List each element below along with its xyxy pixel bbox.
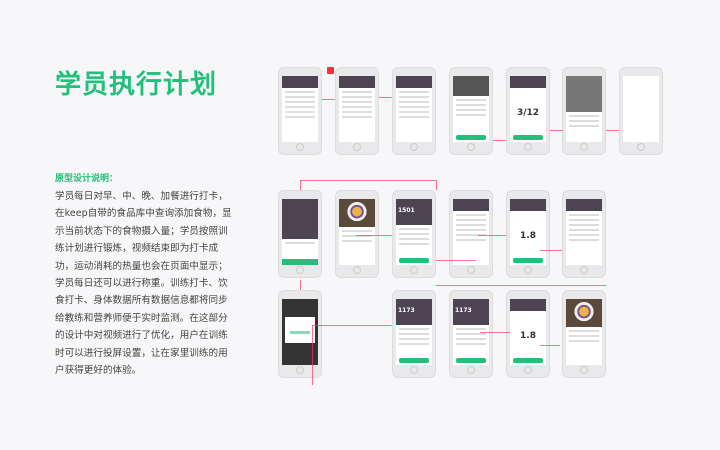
phone-screen-list [562, 190, 606, 278]
description-text: 学员每日对早、中、晚、加餐进行打卡，在keep自带的食品库中查询添加食物，显示当… [55, 191, 232, 377]
home-button [296, 266, 304, 274]
home-button [296, 143, 304, 151]
flow-connector [379, 97, 392, 98]
flow-connector [606, 130, 619, 131]
flow-connector [478, 235, 506, 236]
phone-screen-dark [619, 67, 663, 155]
home-button [524, 366, 532, 374]
flow-connector [312, 325, 313, 385]
phone-screen-gray [562, 67, 606, 155]
value-text: 1.8 [520, 231, 536, 241]
home-button [410, 266, 418, 274]
phone-screen-chart [278, 190, 322, 278]
value-text: 3/12 [516, 108, 540, 118]
home-button [467, 143, 475, 151]
phone-screen-kcal: 1173 [449, 290, 493, 378]
flow-connector [300, 280, 301, 290]
phone-screen-weigh: 1.8 [506, 290, 550, 378]
flow-connector [300, 180, 301, 190]
phone-screen-kcal: 1173 [392, 290, 436, 378]
phone-screen-list [392, 67, 436, 155]
phone-screen-dialog [278, 290, 322, 378]
flow-connector [493, 140, 506, 141]
flow-connector [540, 250, 562, 251]
phone-screen-food [335, 190, 379, 278]
flow-connector [540, 345, 560, 346]
flow-connector [356, 235, 392, 236]
phone-screen-list [335, 67, 379, 155]
flow-connector [322, 99, 335, 100]
page-title: 学员执行计划 [55, 70, 218, 100]
home-button [524, 266, 532, 274]
kcal-value: 1173 [453, 299, 489, 325]
home-button [353, 266, 361, 274]
phone-screen-food [562, 290, 606, 378]
home-button [353, 143, 361, 151]
flow-connector [550, 130, 563, 131]
home-button [580, 143, 588, 151]
flow-connector [300, 180, 436, 181]
home-button [467, 366, 475, 374]
phone-screen-exercise: 3/12 [506, 67, 550, 155]
home-button [410, 366, 418, 374]
home-button [637, 143, 645, 151]
home-button [410, 143, 418, 151]
marker-icon [327, 67, 334, 74]
flow-connector [436, 180, 437, 190]
home-button [467, 266, 475, 274]
value-text: 1.8 [520, 331, 536, 341]
phone-screen-weigh: 1.8 [506, 190, 550, 278]
home-button [524, 143, 532, 151]
home-button [296, 366, 304, 374]
flow-connector [312, 325, 392, 326]
flow-connector [480, 332, 510, 333]
phone-screen-kcal: 1501 [392, 190, 436, 278]
flow-connector [436, 260, 476, 261]
kcal-value: 1173 [396, 299, 432, 325]
home-button [580, 366, 588, 374]
phone-screen-video [449, 67, 493, 155]
kcal-value: 1501 [396, 199, 432, 225]
home-button [580, 266, 588, 274]
phone-screen-list [449, 190, 493, 278]
flow-connector [436, 285, 606, 286]
phone-screen-chat [278, 67, 322, 155]
section-subtitle: 原型设计说明： [55, 174, 119, 184]
